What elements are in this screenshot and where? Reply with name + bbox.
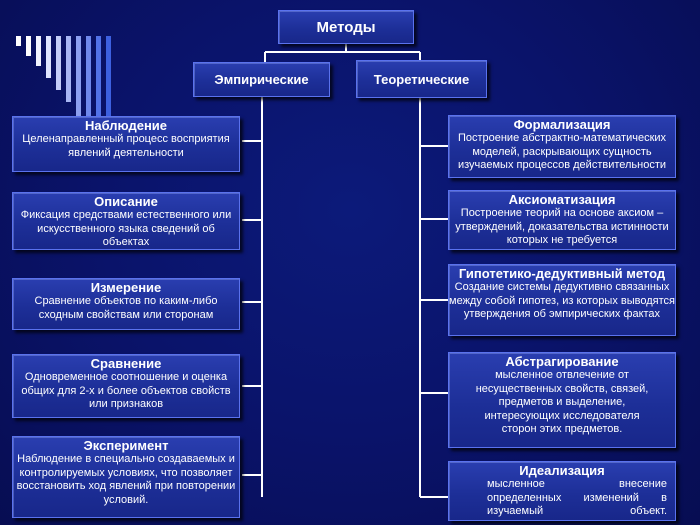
theoretical-node-hypothetico-deductive: Гипотетико-дедуктивный метод Создание си… bbox=[448, 264, 676, 336]
node-description: Создание системы дедуктивно связанных ме… bbox=[449, 281, 675, 320]
empirical-header: Эмпирические bbox=[193, 62, 330, 97]
theoretical-node-axiomatization: Аксиоматизация Построение теорий на осно… bbox=[448, 190, 676, 250]
theoretical-header: Теоретические bbox=[356, 60, 487, 98]
theoretical-node-formalization: Формализация Построение абстрактно-матем… bbox=[448, 115, 676, 178]
node-title: Абстрагирование bbox=[505, 354, 619, 369]
node-title: Идеализация bbox=[519, 463, 605, 478]
theoretical-node-abstraction: Абстрагирование мысленное отвлечение от … bbox=[448, 352, 676, 448]
decorative-stripes bbox=[16, 36, 111, 148]
node-description: Одновременное соотношение и оценка общих… bbox=[21, 371, 231, 410]
empirical-node-description: Описание Фиксация средствами естественно… bbox=[12, 192, 240, 250]
node-title: Формализация bbox=[513, 117, 611, 132]
empirical-node-measurement: Измерение Сравнение объектов по каким-ли… bbox=[12, 278, 240, 330]
node-title: Аксиоматизация bbox=[508, 192, 616, 207]
empirical-header-label: Эмпирические bbox=[214, 72, 309, 87]
node-title: Наблюдение bbox=[84, 118, 168, 133]
node-title: Сравнение bbox=[90, 356, 162, 371]
node-description: мысленное отвлечение от несущественных с… bbox=[475, 369, 649, 435]
node-title: Гипотетико-дедуктивный метод bbox=[458, 266, 666, 281]
node-description: Фиксация средствами естественного или ис… bbox=[20, 209, 232, 248]
node-title: Эксперимент bbox=[83, 438, 169, 453]
node-description: Сравнение объектов по каким-либо сходным… bbox=[34, 295, 218, 321]
theoretical-node-idealization: Идеализация мысленное внесение определен… bbox=[448, 461, 676, 521]
root-node-methods: Методы bbox=[278, 10, 414, 44]
node-title: Измерение bbox=[90, 280, 162, 295]
node-title: Описание bbox=[94, 194, 158, 209]
node-description: Построение теорий на основе аксиом – утв… bbox=[455, 207, 669, 246]
theoretical-header-label: Теоретические bbox=[373, 71, 470, 87]
node-description: Построение абстрактно-математических мод… bbox=[457, 132, 667, 171]
root-label: Методы bbox=[316, 18, 376, 36]
node-description: мысленное внесение определенных изменени… bbox=[487, 478, 667, 517]
node-description: Целенаправленный процесс восприятия явле… bbox=[22, 133, 230, 159]
empirical-node-observation: Наблюдение Целенаправленный процесс восп… bbox=[12, 116, 240, 172]
empirical-node-experiment: Эксперимент Наблюдение в специально созд… bbox=[12, 436, 240, 518]
empirical-node-comparison: Сравнение Одновременное соотношение и оц… bbox=[12, 354, 240, 418]
node-description: Наблюдение в специально создаваемых и ко… bbox=[16, 453, 236, 506]
